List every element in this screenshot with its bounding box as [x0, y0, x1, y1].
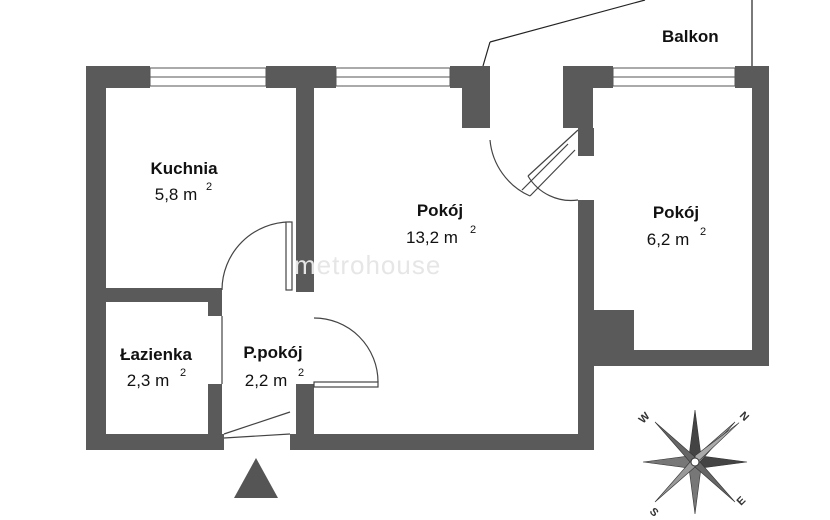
- compass-w: W: [637, 410, 653, 426]
- room-pokoj-main: Pokój 13,2 m 2: [406, 201, 476, 247]
- room-name: Kuchnia: [150, 159, 218, 178]
- doors: [221, 129, 579, 439]
- compass-rose-icon: W N S E: [637, 410, 751, 520]
- room-area: 2,2 m: [245, 371, 288, 390]
- room-name: Pokój: [653, 203, 699, 222]
- balcony-outline: [482, 0, 753, 67]
- room-area: 5,8 m: [155, 185, 198, 204]
- room-area-exponent: 2: [700, 226, 706, 238]
- room-area-exponent: 2: [206, 181, 212, 193]
- windows: [149, 67, 736, 87]
- room-area: 2,3 m: [127, 371, 170, 390]
- room-area-exponent: 2: [470, 224, 476, 236]
- room-name: Pokój: [417, 201, 463, 220]
- room-area: 6,2 m: [647, 230, 690, 249]
- room-pokoj-right: Pokój 6,2 m 2: [647, 203, 706, 249]
- room-area-exponent: 2: [180, 367, 186, 379]
- balcony-label: Balkon: [662, 27, 719, 46]
- room-lazienka: Łazienka 2,3 m 2: [120, 345, 192, 390]
- room-area: 13,2 m: [406, 228, 458, 247]
- room-kuchnia: Kuchnia 5,8 m 2: [150, 159, 218, 204]
- room-ppokoj: P.pokój 2,2 m 2: [243, 343, 304, 390]
- walls: [86, 66, 769, 450]
- compass-e: E: [735, 494, 749, 508]
- compass-s: S: [647, 506, 661, 520]
- room-name: P.pokój: [243, 343, 302, 362]
- room-area-exponent: 2: [298, 367, 304, 379]
- watermark: metrohouse: [294, 250, 441, 280]
- entrance-arrow-icon: [234, 458, 278, 498]
- room-name: Łazienka: [120, 345, 192, 364]
- compass-n: N: [737, 410, 751, 424]
